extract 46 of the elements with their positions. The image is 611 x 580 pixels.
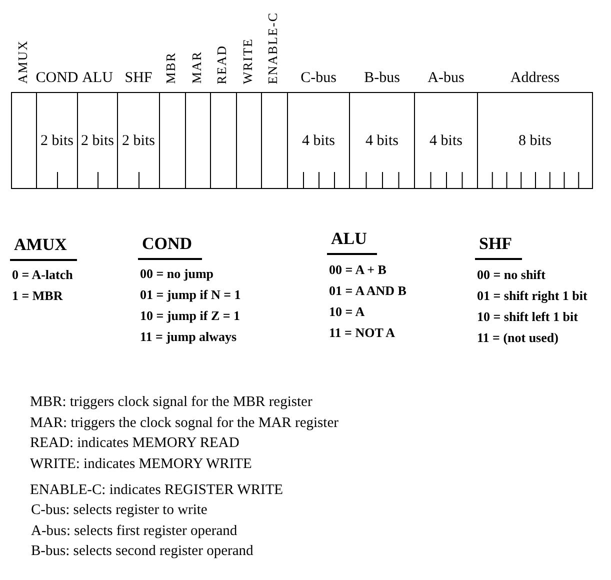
code-meaning: 10 = shift left 1 bit <box>477 310 578 323</box>
field-name: ENABLE-C <box>266 12 279 84</box>
note-line: MAR: triggers the clock sognal for the MAR register <box>30 416 338 430</box>
field-name: WRITE <box>241 38 254 84</box>
code-meaning: 01 = A AND B <box>329 284 406 297</box>
note-line: MBR: triggers clock signal for the MBR register <box>30 395 312 410</box>
note-line: READ: indicates MEMORY READ <box>30 436 240 450</box>
code-meaning: 00 = no jump <box>140 267 214 280</box>
table-heading: SHF <box>475 235 522 260</box>
bit-width: 2 bits <box>80 133 115 150</box>
bit-width: 4 bits <box>301 133 336 150</box>
field-name: Address <box>510 71 560 86</box>
table-heading: ALU <box>327 230 377 255</box>
table-heading: AMUX <box>10 236 77 261</box>
code-meaning: 11 = (not used) <box>477 331 558 344</box>
code-meaning: 11 = jump always <box>140 330 237 343</box>
field-name: B-bus <box>364 71 400 86</box>
code-meaning: 00 = A + B <box>329 263 386 276</box>
note-line: ENABLE-C: indicates REGISTER WRITE <box>30 482 284 497</box>
field-name: AMUX <box>16 40 29 84</box>
note-line: C-bus: selects register to write <box>31 503 208 518</box>
field-name: C-bus <box>300 71 336 86</box>
field-name: ALU <box>82 71 113 86</box>
note-line: WRITE: indicates MEMORY WRITE <box>30 456 252 471</box>
bit-width: 4 bits <box>364 133 400 150</box>
table-heading: COND <box>138 235 202 260</box>
bit-width: 2 bits <box>121 133 156 150</box>
note-line: A-bus: selects first register operand <box>31 524 238 538</box>
code-meaning: 10 = A <box>329 305 365 318</box>
bit-width: 2 bits <box>40 133 74 150</box>
field-name: SHF <box>124 71 152 86</box>
bit-width: 4 bits <box>428 133 464 150</box>
code-meaning: 00 = no shift <box>477 268 546 281</box>
field-name: MBR <box>164 52 177 84</box>
field-name: A-bus <box>428 71 464 86</box>
code-meaning: 10 = jump if Z = 1 <box>140 309 240 322</box>
note-line: B-bus: selects second register operand <box>31 544 254 558</box>
code-meaning: 01 = jump if N = 1 <box>140 288 241 301</box>
code-meaning: 01 = shift right 1 bit <box>477 289 588 302</box>
bit-width: 8 bits <box>518 133 552 150</box>
code-meaning: 11 = NOT A <box>329 326 396 339</box>
field-name: COND <box>36 71 78 86</box>
field-name: MAR <box>190 51 203 84</box>
code-meaning: 0 = A-latch <box>12 268 73 281</box>
field-name: READ <box>215 44 228 84</box>
code-meaning: 1 = MBR <box>12 289 63 302</box>
